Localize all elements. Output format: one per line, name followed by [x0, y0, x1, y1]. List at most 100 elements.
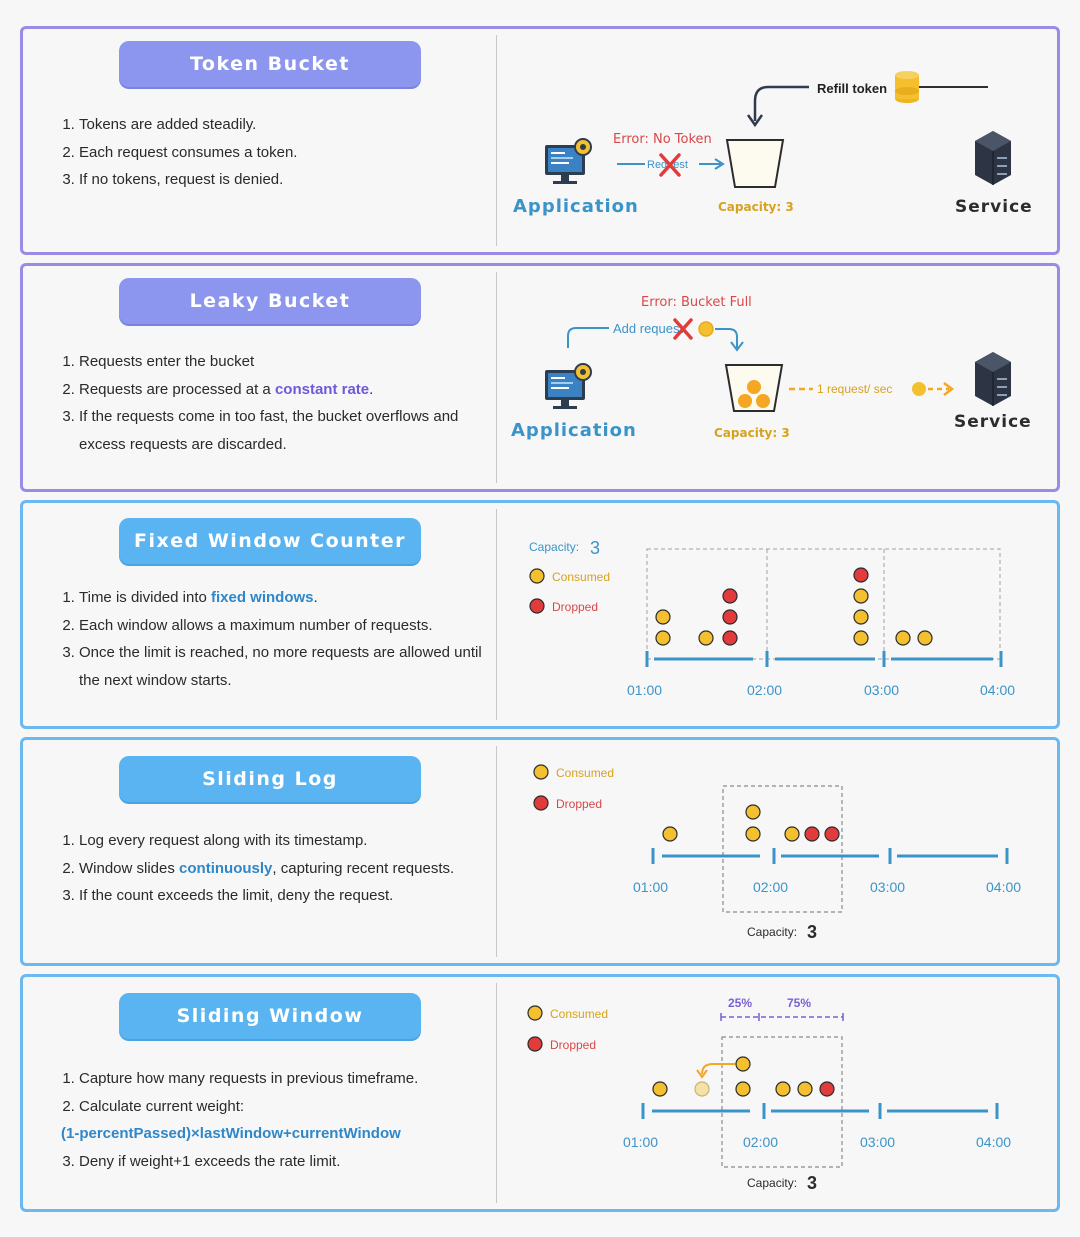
weight-formula: (1-percentPassed)×lastWindow+currentWind…: [61, 1125, 401, 1142]
capacity-value: 3: [590, 538, 600, 558]
capacity-label: Capacity:: [747, 1176, 797, 1190]
continuously-highlight: continuously: [179, 859, 273, 877]
sliding-window-panel: Sliding Window Capture how many requests…: [20, 974, 1060, 1212]
sliding-window-diagram: Consumed Dropped 25% 75% 01:00 02:00 03:…: [527, 996, 1011, 1193]
legend-dropped-label: Dropped: [550, 1038, 596, 1052]
list-item: Time is divided into fixed windows.: [79, 584, 489, 612]
service-server-icon: [975, 352, 1011, 406]
legend-consumed-label: Consumed: [550, 1007, 608, 1021]
add-request-label: Add request: [613, 321, 683, 336]
tick-label: 03:00: [860, 1134, 895, 1150]
leaky-bucket-title: Leaky Bucket: [119, 278, 421, 324]
fixed-window-title: Fixed Window Counter: [119, 518, 421, 564]
sliding-window-steps: Capture how many requests in previous ti…: [61, 1065, 489, 1175]
capacity-value: 3: [807, 1173, 817, 1193]
list-item: Deny if weight+1 exceeds the rate limit.: [79, 1148, 489, 1176]
token-bucket-diagram: Refill token Application Error: No Token: [513, 71, 1033, 217]
capacity-label: Capacity:: [529, 540, 579, 554]
denied-x-icon: [673, 318, 693, 340]
sliding-log-panel: Sliding Log Log every request along with…: [20, 737, 1060, 966]
capacity-label: Capacity:: [747, 925, 797, 939]
legend-consumed-label: Consumed: [556, 766, 614, 780]
percent-current-label: 75%: [787, 996, 811, 1010]
list-item: Each window allows a maximum number of r…: [79, 612, 489, 640]
legend-consumed-swatch: [529, 568, 545, 584]
legend-dropped-label: Dropped: [552, 600, 598, 614]
token-bucket-panel: Token Bucket Tokens are added steadily. …: [20, 26, 1060, 255]
list-item: Once the limit is reached, no more reque…: [79, 639, 489, 694]
coin-stack-icon: [895, 71, 919, 103]
panel-divider: [496, 35, 497, 246]
error-bucket-full-label: Error: Bucket Full: [641, 295, 752, 310]
legend-dropped-label: Dropped: [556, 797, 602, 811]
sliding-window-box: [722, 785, 843, 913]
denied-x-icon: [659, 153, 681, 177]
request-dots: [655, 567, 933, 646]
panel-divider: [496, 983, 497, 1203]
service-server-icon: [975, 131, 1011, 185]
request-dots: [652, 1056, 835, 1097]
leaky-bucket-steps: Requests enter the bucket Requests are p…: [61, 348, 489, 458]
timeline-axis: [645, 651, 1003, 667]
tick-label: 01:00: [623, 1134, 658, 1150]
panel-divider: [496, 746, 497, 957]
list-item: If the requests come in too fast, the bu…: [79, 403, 489, 458]
capacity-label: Capacity: 3: [718, 200, 794, 214]
application-label: Application: [513, 196, 639, 217]
panel-divider: [496, 272, 497, 483]
legend-dropped-swatch: [533, 795, 549, 811]
bucket-icon: [725, 139, 785, 188]
application-label: Application: [511, 420, 637, 441]
list-item: Log every request along with its timesta…: [79, 827, 489, 855]
legend-consumed-label: Consumed: [552, 570, 610, 584]
tick-label: 03:00: [864, 682, 899, 698]
list-item: Window slides continuously, capturing re…: [79, 855, 489, 883]
request-dots: [662, 804, 840, 842]
sliding-log-steps: Log every request along with its timesta…: [61, 827, 489, 910]
timeline-axis: [641, 1103, 999, 1119]
request-label: Request: [647, 159, 688, 171]
tick-label: 04:00: [980, 682, 1015, 698]
list-item: If the count exceeds the limit, deny the…: [79, 882, 489, 910]
sliding-window-box: [721, 1036, 843, 1168]
fixed-windows-highlight: fixed windows: [211, 589, 314, 606]
request-token-icon: [698, 321, 714, 337]
legend-dropped-swatch: [529, 598, 545, 614]
sliding-log-title: Sliding Log: [119, 756, 421, 802]
list-item: Requests enter the bucket: [79, 348, 489, 376]
panel-divider: [496, 509, 497, 720]
service-label: Service: [955, 197, 1033, 217]
refill-token-label: Refill token: [817, 81, 887, 96]
sliding-log-diagram: Consumed Dropped 01:00 02:00 03:00 04:00: [533, 764, 1021, 942]
leaky-bucket-diagram: Error: Bucket Full Add request Applicati…: [511, 295, 1032, 441]
service-label: Service: [954, 412, 1032, 432]
token-bucket-steps: Tokens are added steadily. Each request …: [61, 111, 489, 194]
list-item: If no tokens, request is denied.: [79, 166, 489, 194]
tick-label: 01:00: [633, 879, 668, 895]
timeline-axis: [651, 848, 1009, 864]
sliding-window-title: Sliding Window: [119, 993, 421, 1039]
fixed-window-panel: Fixed Window Counter Time is divided int…: [20, 500, 1060, 729]
application-computer-icon: [545, 138, 592, 184]
legend-consumed-swatch: [527, 1005, 543, 1021]
rate-label: 1 request/ sec: [817, 382, 892, 396]
list-item: Each request consumes a token.: [79, 139, 489, 167]
tick-label: 01:00: [627, 682, 662, 698]
capacity-value: 3: [807, 922, 817, 942]
tick-label: 02:00: [753, 879, 788, 895]
capacity-label: Capacity: 3: [714, 426, 790, 440]
list-item: Requests are processed at a constant rat…: [79, 376, 489, 404]
tick-label: 04:00: [986, 879, 1021, 895]
list-item: Capture how many requests in previous ti…: [79, 1065, 489, 1093]
leaky-bucket-panel: Leaky Bucket Requests enter the bucket R…: [20, 263, 1060, 492]
error-no-token-label: Error: No Token: [613, 132, 712, 147]
percent-previous-label: 25%: [728, 996, 752, 1010]
constant-rate-highlight: constant rate: [274, 380, 370, 398]
list-item: Tokens are added steadily.: [79, 111, 489, 139]
fixed-window-steps: Time is divided into fixed windows. Each…: [61, 584, 489, 694]
tick-label: 03:00: [870, 879, 905, 895]
list-item: Calculate current weight:(1-percentPasse…: [61, 1093, 489, 1148]
tick-label: 04:00: [976, 1134, 1011, 1150]
legend-consumed-swatch: [533, 764, 549, 780]
tick-label: 02:00: [743, 1134, 778, 1150]
